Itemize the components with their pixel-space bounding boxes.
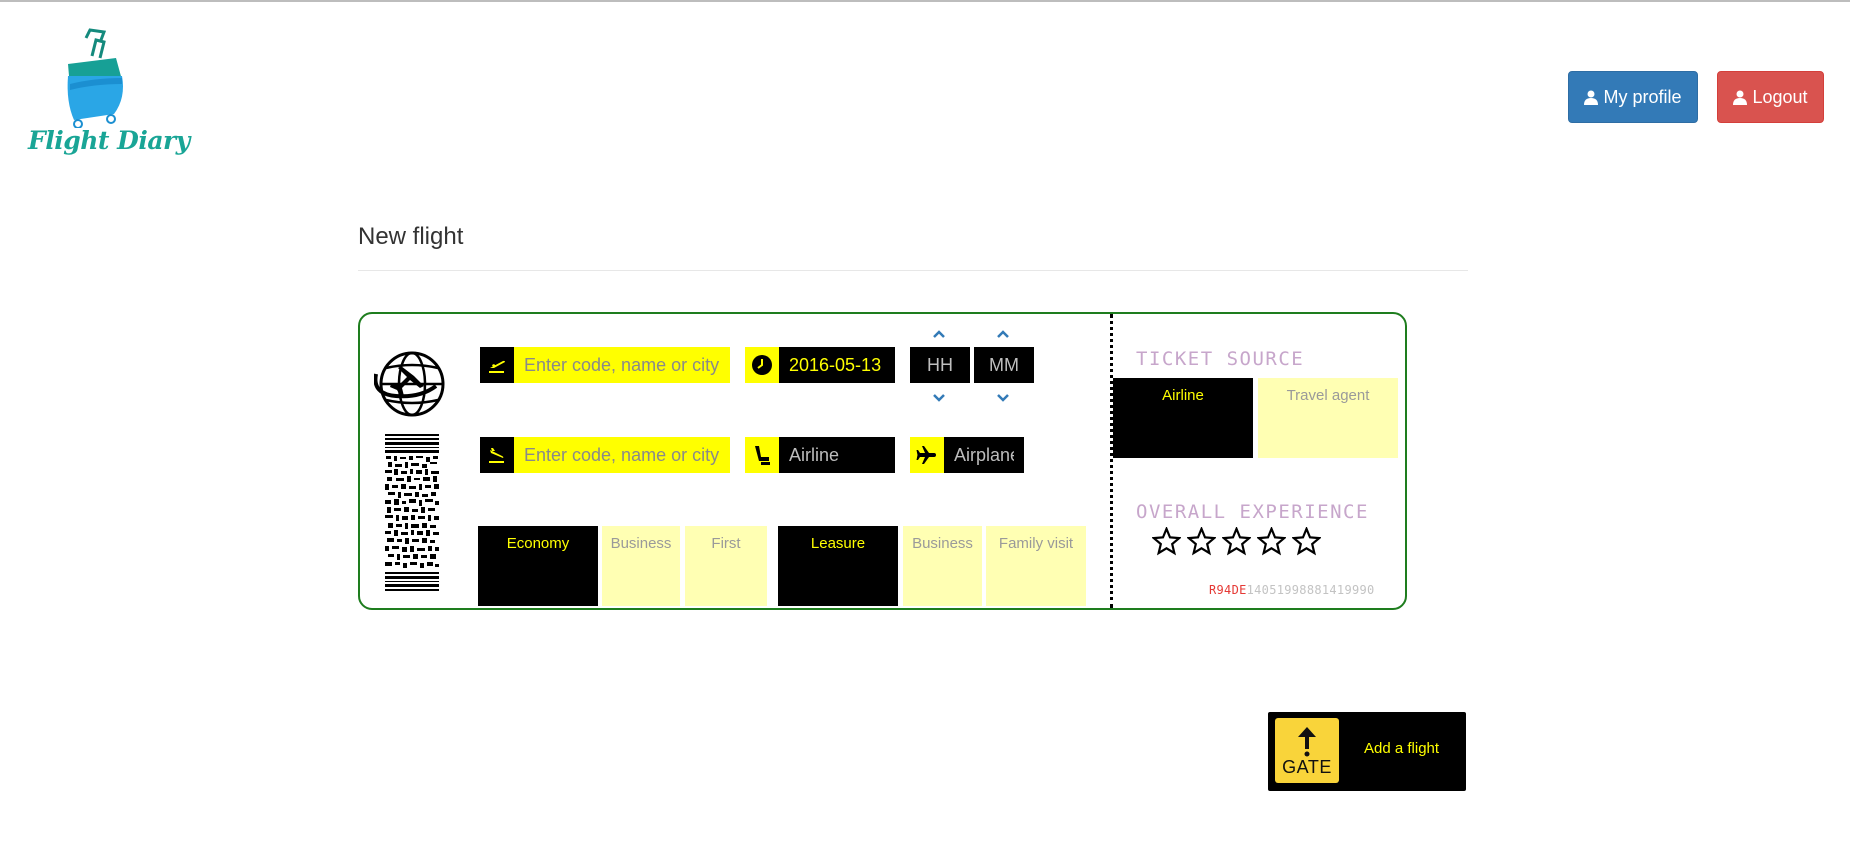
airline-input[interactable] xyxy=(779,437,895,473)
source-option-travel-agent[interactable]: Travel agent xyxy=(1258,378,1398,458)
hour-decrement-chevron-down-icon[interactable] xyxy=(929,389,949,405)
airplane-field xyxy=(910,437,1024,473)
barcode-graphic xyxy=(385,434,439,592)
purpose-option-business[interactable]: Business xyxy=(903,526,982,606)
source-option-airline[interactable]: Airline xyxy=(1113,378,1253,458)
user-icon xyxy=(1733,90,1748,105)
gate-sign: GATE xyxy=(1275,718,1339,783)
add-flight-button[interactable]: GATE Add a flight xyxy=(1268,712,1466,791)
title-divider xyxy=(358,270,1468,271)
hour-input[interactable] xyxy=(910,347,970,383)
add-flight-label: Add a flight xyxy=(1364,740,1440,757)
star-icon[interactable] xyxy=(1292,527,1321,556)
star-icon[interactable] xyxy=(1187,527,1216,556)
date-field xyxy=(745,347,895,383)
landing-icon xyxy=(480,437,514,473)
arrival-field xyxy=(480,437,730,473)
departure-input[interactable] xyxy=(514,347,730,383)
minute-decrement-chevron-down-icon[interactable] xyxy=(993,389,1013,405)
logo-text: Flight Diary xyxy=(28,126,190,155)
page-title: New flight xyxy=(358,223,464,250)
class-option-business[interactable]: Business xyxy=(602,526,680,606)
arrival-input[interactable] xyxy=(514,437,730,473)
minute-input[interactable] xyxy=(974,347,1034,383)
gate-text: GATE xyxy=(1282,757,1332,777)
ticket-tear-line xyxy=(1110,314,1113,608)
globe-airplane-icon xyxy=(373,348,446,418)
seat-icon xyxy=(745,437,779,473)
star-icon[interactable] xyxy=(1152,527,1181,556)
departure-field xyxy=(480,347,730,383)
logout-label: Logout xyxy=(1752,86,1808,107)
class-option-first[interactable]: First xyxy=(685,526,767,606)
overall-experience-label: OVERALL EXPERIENCE xyxy=(1136,501,1369,523)
clock-icon xyxy=(745,347,779,383)
airplane-input[interactable] xyxy=(944,437,1024,473)
my-profile-button[interactable]: My profile xyxy=(1568,71,1698,123)
star-icon[interactable] xyxy=(1257,527,1286,556)
purpose-option-family-visit[interactable]: Family visit xyxy=(986,526,1086,606)
star-icon[interactable] xyxy=(1222,527,1251,556)
minute-increment-chevron-up-icon[interactable] xyxy=(993,326,1013,342)
airline-field xyxy=(745,437,895,473)
purpose-option-leasure[interactable]: Leasure xyxy=(778,526,898,606)
airplane-icon xyxy=(910,437,944,473)
hour-increment-chevron-up-icon[interactable] xyxy=(929,326,949,342)
rating-stars xyxy=(1152,527,1321,556)
arrow-up-icon xyxy=(1298,727,1316,757)
takeoff-icon xyxy=(480,347,514,383)
class-option-economy[interactable]: Economy xyxy=(478,526,598,606)
logout-button[interactable]: Logout xyxy=(1717,71,1824,123)
date-input[interactable] xyxy=(779,347,895,383)
ticket-code-prefix: R94DE xyxy=(1209,583,1247,597)
ticket-code-suffix: 14051998881419990 xyxy=(1246,583,1375,597)
ticket-source-label: TICKET SOURCE xyxy=(1136,348,1305,370)
user-icon xyxy=(1584,90,1599,105)
ticket-code: R94DE14051998881419990 xyxy=(1209,583,1375,597)
suitcase-icon xyxy=(67,28,123,129)
my-profile-label: My profile xyxy=(1603,86,1682,107)
flight-diary-logo[interactable]: Flight Diary xyxy=(28,28,190,168)
